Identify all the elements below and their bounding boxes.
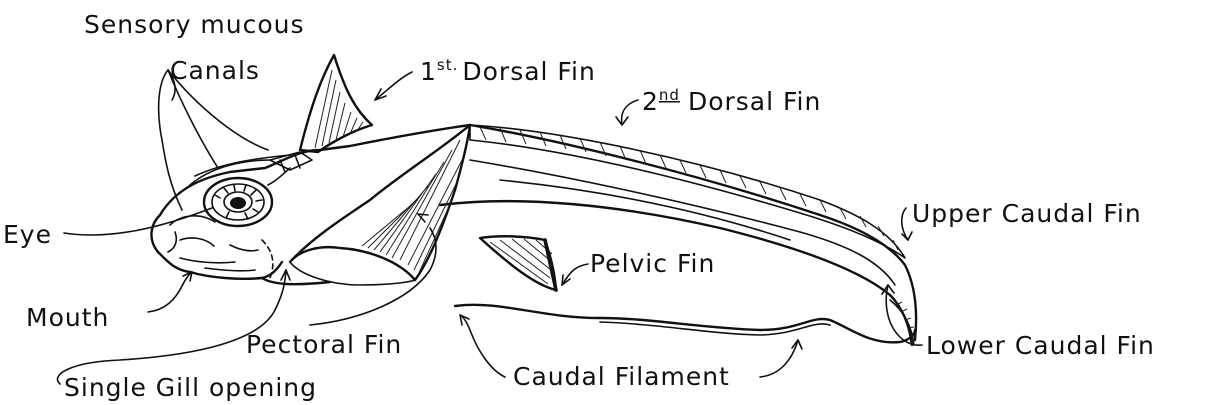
second-dorsal-superscript: nd (659, 86, 680, 104)
eye-label: Eye (3, 220, 52, 249)
pectoral-fin-label: Pectoral Fin (246, 330, 402, 359)
second-dorsal-fin-label: 2nd Dorsal Fin (642, 86, 821, 116)
leader-lines (58, 70, 923, 384)
pelvic-fin-label: Pelvic Fin (590, 249, 715, 278)
first-dorsal-text: Dorsal Fin (462, 57, 595, 86)
caudal-filament-label: Caudal Filament (513, 362, 730, 391)
single-gill-opening-label: Single Gill opening (64, 373, 317, 402)
canals-label: Canals (170, 56, 260, 85)
caudal-filament (455, 305, 915, 343)
mouth-label: Mouth (26, 303, 109, 332)
eye-drawing (204, 178, 272, 226)
first-dorsal-number: 1 (420, 57, 437, 86)
first-dorsal-superscript: st. (437, 56, 458, 74)
sensory-mucous-label: Sensory mucous (84, 10, 305, 39)
second-dorsal-text: Dorsal Fin (688, 87, 821, 116)
pelvic-fin (480, 236, 556, 290)
second-dorsal-number: 2 (642, 87, 659, 116)
first-dorsal-fin-label: 1st.Dorsal Fin (420, 56, 596, 86)
first-dorsal-fin (300, 55, 372, 152)
upper-caudal-fin-label: Upper Caudal Fin (912, 199, 1142, 228)
lower-caudal-fin-label: Lower Caudal Fin (926, 331, 1155, 360)
